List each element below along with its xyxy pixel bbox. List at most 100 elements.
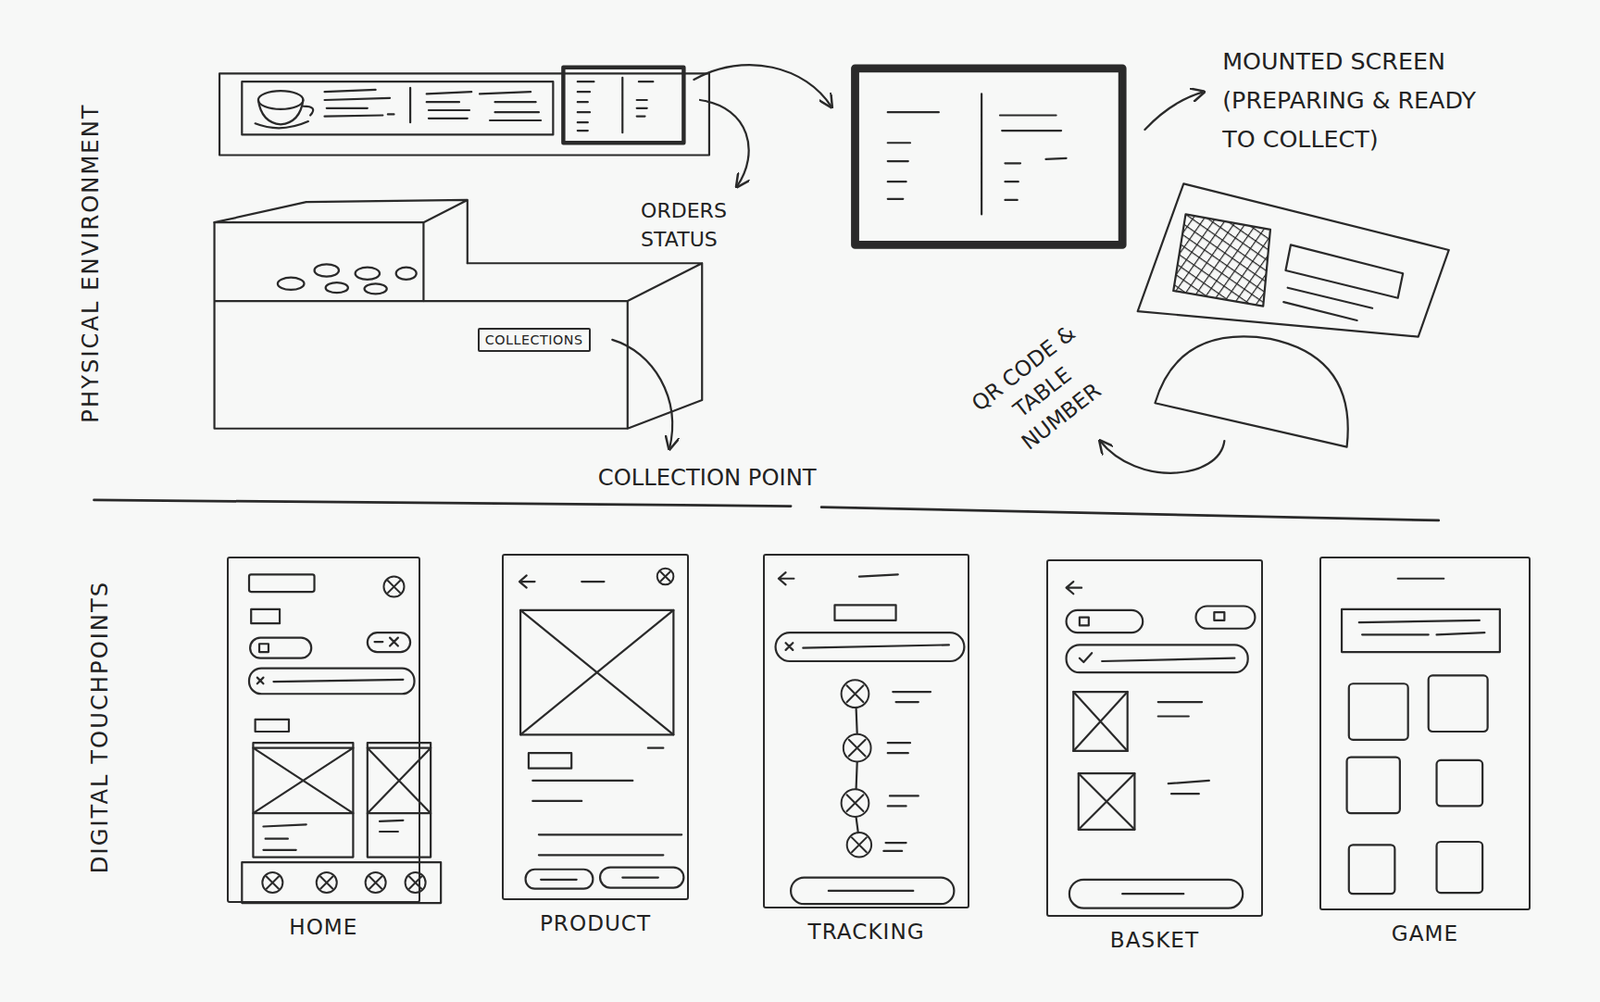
qr-table-stand [1173, 213, 1271, 306]
tracking-wireframe [847, 832, 872, 857]
home-wireframe [252, 742, 353, 857]
menu-board [562, 67, 684, 144]
menu-board [241, 81, 553, 135]
section-title: PHYSICAL ENVIRONMENT [75, 103, 103, 424]
tracking-wireframe [843, 734, 872, 763]
game-wireframe [1398, 577, 1445, 580]
leader-arrows [1100, 440, 1225, 474]
home-wireframe [367, 748, 431, 832]
qr-table-stand [1137, 183, 1450, 447]
home-wireframe [249, 574, 315, 592]
tracking-wireframe [775, 632, 965, 662]
home-wireframe [259, 643, 269, 652]
product-wireframe [600, 867, 684, 888]
home-wireframe [365, 872, 387, 893]
phone-screen: TRACKING [762, 553, 970, 908]
tracking-wireframe [834, 604, 896, 621]
game-wireframe [1341, 578, 1500, 894]
product-wireframe [532, 748, 682, 856]
tracking-wireframe [778, 572, 899, 585]
home-wireframe [405, 872, 426, 893]
product-wireframe [540, 878, 577, 881]
product-wireframe [528, 752, 572, 769]
menu-board [577, 77, 654, 133]
product-wireframe [519, 575, 604, 588]
menu-board [258, 90, 303, 110]
basket-wireframe [1122, 892, 1184, 895]
home-wireframe [316, 872, 338, 893]
product-wireframe [657, 568, 675, 586]
phone-screen: HOME [226, 556, 421, 904]
home-wireframe [241, 862, 441, 903]
collection-counter [364, 283, 388, 294]
menu-board [325, 87, 542, 123]
basket-wireframe [1066, 581, 1083, 594]
basket-wireframe [1213, 612, 1225, 621]
leader-arrows [700, 100, 750, 188]
leader-arrows [612, 64, 1225, 474]
box-text: COLLECTIONS [485, 332, 584, 348]
game-wireframe [1347, 757, 1400, 814]
basket-wireframe [1078, 773, 1136, 830]
basket-wireframe [1073, 691, 1127, 751]
screen-label: BASKET [1110, 927, 1200, 952]
collection-counter [277, 277, 305, 290]
qr-table-stand [1154, 336, 1348, 447]
basket-wireframe [1073, 691, 1127, 751]
screen-label: HOME [288, 914, 358, 939]
basket-wireframe [1168, 780, 1210, 794]
home-wireframe [241, 574, 441, 903]
tracking-wireframe [775, 572, 965, 904]
basket-wireframe [1078, 773, 1136, 830]
game-wireframe [1437, 841, 1484, 893]
tracking-wireframe [841, 788, 870, 817]
basket-wireframe [1066, 581, 1256, 909]
home-wireframe [383, 576, 404, 598]
game-wireframe [1428, 675, 1488, 732]
product-wireframe [622, 875, 659, 878]
menu-board [255, 100, 314, 128]
basket-wireframe [1196, 605, 1256, 628]
mounted-screen [854, 68, 1123, 246]
callout-label: ORDERS STATUS [640, 197, 810, 255]
screen-label: GAME [1391, 921, 1459, 946]
mounted-screen [887, 93, 1067, 214]
home-wireframe [250, 609, 280, 624]
menu-board [219, 67, 710, 156]
qr-table-stand [1283, 244, 1403, 321]
home-wireframe [367, 632, 411, 652]
game-wireframe [1349, 844, 1396, 894]
product-wireframe [520, 610, 674, 735]
home-wireframe [250, 637, 312, 659]
section-title: DIGITAL TOUCHPOINTS [85, 579, 113, 873]
screen-label: PRODUCT [539, 911, 651, 936]
game-wireframe [1437, 760, 1484, 807]
section-divider [94, 500, 1439, 521]
collection-counter [314, 263, 339, 276]
home-wireframe [257, 677, 404, 685]
product-wireframe [525, 869, 594, 889]
collection-counter [214, 200, 468, 301]
mounted-screen [854, 68, 1123, 246]
tracking-wireframe [790, 877, 954, 905]
collection-counter [396, 267, 417, 280]
callout-label: MOUNTED SCREEN (PREPARING & READY TO COL… [1222, 42, 1496, 160]
phone-screen: PRODUCT [501, 553, 689, 900]
tracking-wireframe [786, 642, 950, 650]
leader-arrows [693, 64, 832, 108]
game-wireframe [1341, 609, 1500, 652]
home-wireframe [249, 668, 414, 695]
leader-arrows [612, 339, 673, 450]
basket-wireframe [1079, 617, 1089, 626]
collection-counter [214, 222, 703, 429]
sketch-illustration [94, 64, 1500, 909]
home-wireframe [262, 824, 306, 850]
home-wireframe [255, 719, 289, 732]
game-wireframe [1349, 683, 1409, 740]
basket-wireframe [1069, 879, 1243, 909]
basket-wireframe [1079, 652, 1235, 663]
game-wireframe [1359, 620, 1486, 635]
basket-wireframe [1066, 610, 1144, 633]
collection-counter [325, 282, 349, 293]
